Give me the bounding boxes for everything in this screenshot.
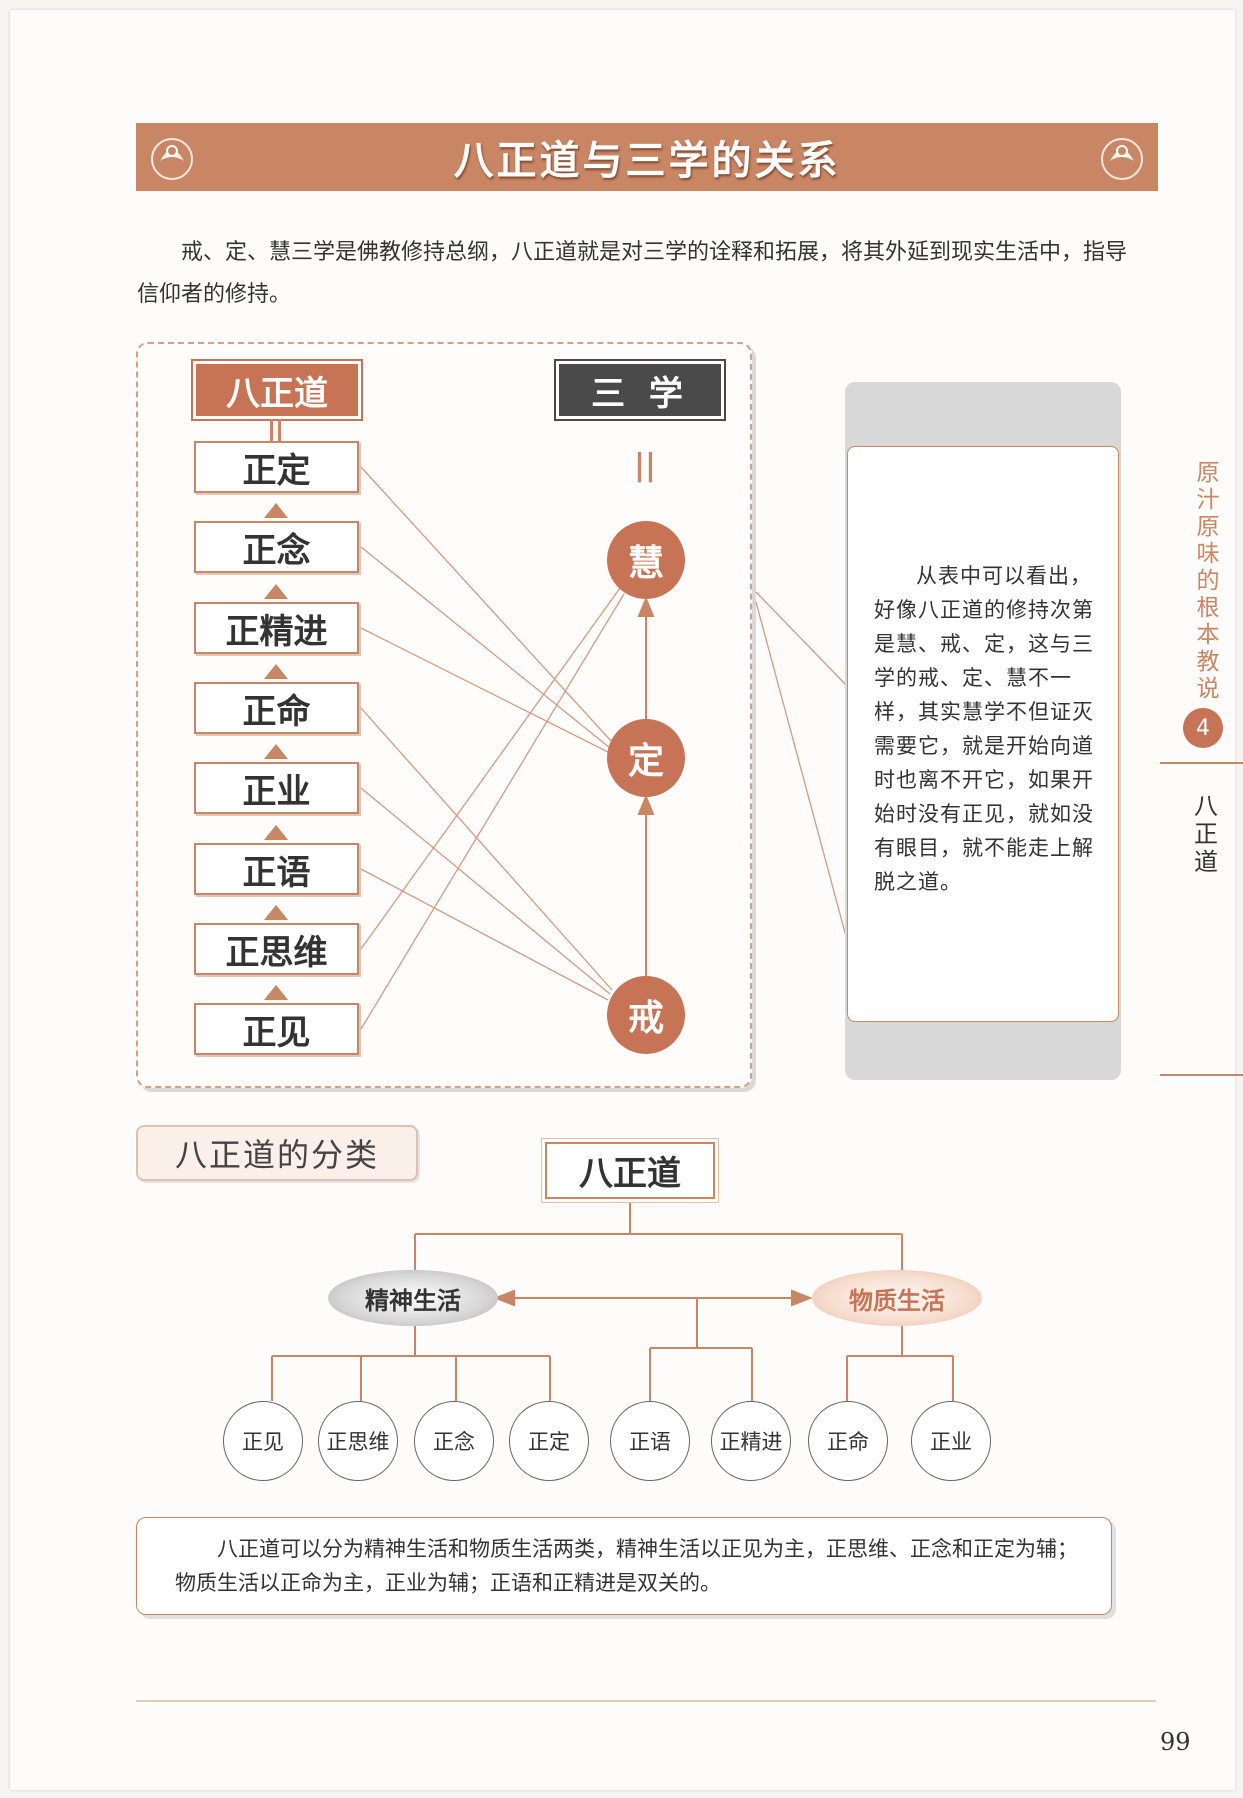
sidebar-rule: [1160, 1074, 1243, 1076]
section-title-vertical: 八正道: [1194, 792, 1218, 876]
arrow-up-icon: [264, 744, 288, 759]
arrow-up-icon: [264, 664, 288, 679]
path-box-right-mindfulness: 正念: [194, 521, 359, 573]
side-note-card: 从表中可以看出，好像八正道的修持次第是慧、戒、定，这与三学的戒、定、慧不一样，其…: [847, 446, 1119, 1022]
header-connector: [270, 419, 273, 441]
header-connector: [278, 419, 281, 441]
leaf-right-livelihood: 正命: [808, 1401, 888, 1481]
eightfold-header: 八正道: [193, 361, 361, 419]
arrow-up-icon: [264, 584, 288, 599]
intro-paragraph: 戒、定、慧三学是佛教修持总纲，八正道就是对三学的诠释和拓展，将其外延到现实生活中…: [137, 240, 1128, 307]
path-box-right-concentration: 正定: [194, 441, 359, 493]
arrow-up-icon: [264, 503, 288, 518]
chapter-number-badge: 4: [1183, 708, 1223, 748]
leaf-right-effort: 正精进: [711, 1401, 791, 1481]
lotus-ornament-icon: [1101, 138, 1143, 180]
lotus-ornament-icon: [151, 138, 193, 180]
tree-root-node: 八正道: [545, 1142, 715, 1199]
leaf-right-concentration: 正定: [509, 1401, 589, 1481]
leaf-right-view: 正见: [223, 1401, 303, 1481]
study-circle-discipline: 戒: [607, 976, 685, 1054]
arrow-up-icon: [264, 985, 288, 1000]
summary-box: 八正道可以分为精神生活和物质生活两类，精神生活以正见为主，正思维、正念和正定为辅…: [136, 1517, 1112, 1615]
study-circle-concentration: 定: [607, 719, 685, 797]
title-banner: 八正道与三学的关系: [136, 123, 1158, 191]
spiritual-life-node: 精神生活: [328, 1270, 498, 1326]
sidebar-rule: [1160, 762, 1243, 764]
path-box-right-speech: 正语: [194, 843, 359, 895]
path-box-right-thought: 正思维: [194, 923, 359, 975]
leaf-right-action: 正业: [911, 1401, 991, 1481]
equals-mark: ||: [634, 448, 656, 483]
arrow-up-icon: [264, 905, 288, 920]
three-studies-header: 三 学: [556, 361, 724, 419]
study-circle-wisdom: 慧: [607, 521, 685, 599]
leaf-right-speech: 正语: [610, 1401, 690, 1481]
path-box-right-view: 正见: [194, 1003, 359, 1055]
path-box-right-action: 正业: [194, 762, 359, 814]
path-box-right-livelihood: 正命: [194, 682, 359, 734]
arrow-up-icon: [264, 825, 288, 840]
footer-rule: [136, 1700, 1156, 1702]
leaf-right-thought: 正思维: [318, 1401, 398, 1481]
section-label: 八正道的分类: [136, 1125, 418, 1181]
chapter-title-vertical: 原汁原味的根本教说: [1196, 460, 1220, 702]
path-box-right-effort: 正精进: [194, 602, 359, 654]
three-studies-header-label: 三 学: [591, 373, 689, 414]
leaf-right-mindfulness: 正念: [414, 1401, 494, 1481]
page-title: 八正道与三学的关系: [453, 138, 841, 184]
side-note-text: 从表中可以看出，好像八正道的修持次第是慧、戒、定，这与三学的戒、定、慧不一样，其…: [874, 564, 1094, 894]
page-number: 99: [1160, 1728, 1191, 1756]
material-life-node: 物质生活: [812, 1270, 982, 1326]
eightfold-header-label: 八正道: [226, 373, 328, 414]
